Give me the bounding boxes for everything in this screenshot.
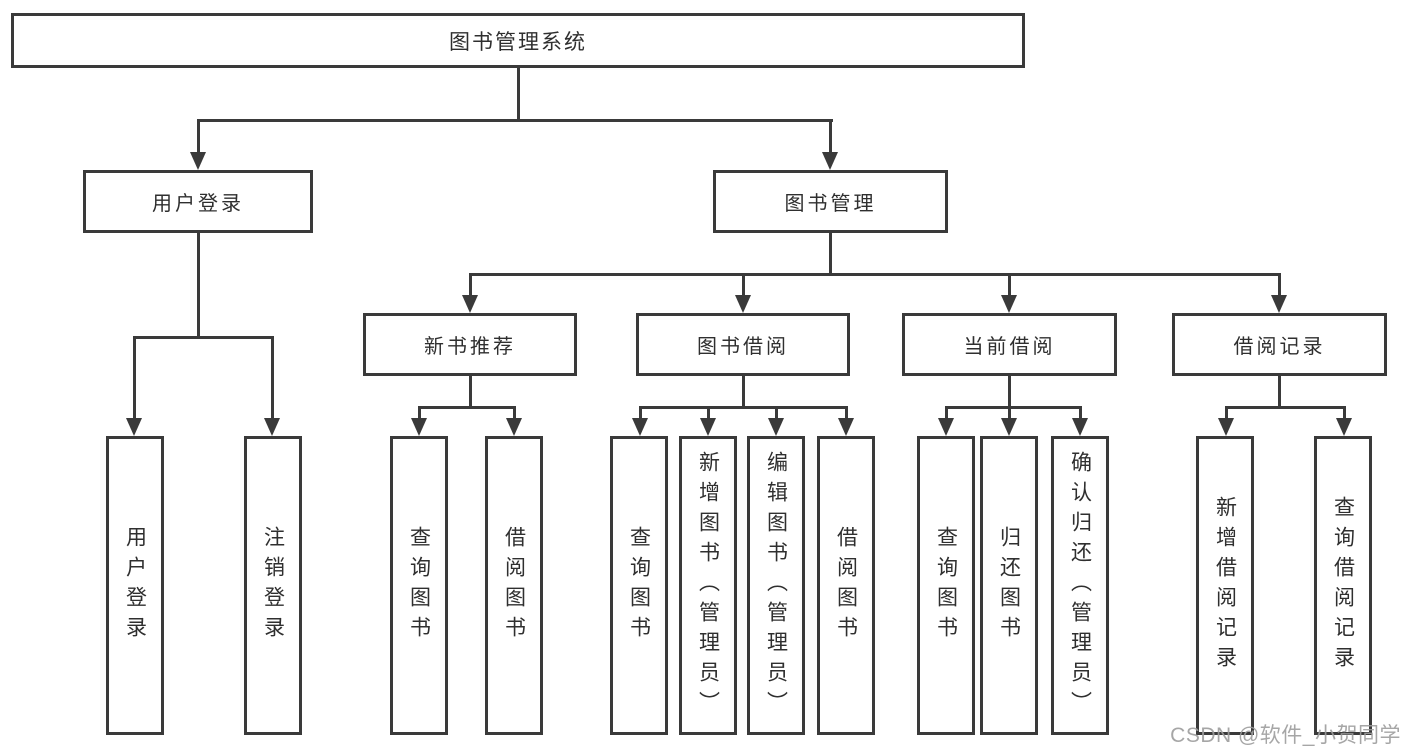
arrowhead-down xyxy=(938,418,954,436)
node-label: 查询借阅记录 xyxy=(1331,495,1355,676)
arrowhead-down xyxy=(462,295,478,313)
arrowhead-down xyxy=(1072,418,1088,436)
arrowhead-down xyxy=(768,418,784,436)
connector-line xyxy=(1225,406,1346,409)
connector-line xyxy=(1079,406,1082,420)
connector-line xyxy=(197,119,833,122)
node-book-management: 图书管理 xyxy=(713,170,948,233)
arrowhead-down xyxy=(190,152,206,170)
connector-line xyxy=(271,336,274,420)
arrowhead-down xyxy=(411,418,427,436)
connector-line xyxy=(707,406,710,420)
arrowhead-down xyxy=(1336,418,1352,436)
arrowhead-down xyxy=(700,418,716,436)
connector-line xyxy=(945,406,1082,409)
connector-line xyxy=(469,273,1281,276)
connector-line xyxy=(418,406,516,409)
connector-line xyxy=(639,406,848,409)
leaf-newbook-borrow-books: 借阅图书 xyxy=(485,436,543,735)
node-label: 借阅图书 xyxy=(502,525,526,646)
connector-line xyxy=(197,119,200,155)
connector-line xyxy=(1008,406,1011,420)
connector-line xyxy=(1008,273,1011,297)
arrowhead-down xyxy=(1001,295,1017,313)
connector-line xyxy=(133,336,136,420)
connector-line xyxy=(945,406,948,420)
node-label: 图书借阅 xyxy=(697,336,789,358)
connector-line xyxy=(845,406,848,420)
arrowhead-down xyxy=(838,418,854,436)
node-current-borrowing: 当前借阅 xyxy=(902,313,1117,376)
arrowhead-down xyxy=(735,295,751,313)
arrowhead-down xyxy=(1218,418,1234,436)
node-label: 确认归还（管理员） xyxy=(1068,450,1092,721)
connector-line xyxy=(1343,406,1346,420)
leaf-newbook-query-books: 查询图书 xyxy=(390,436,448,735)
connector-line xyxy=(1278,273,1281,297)
arrowhead-down xyxy=(822,152,838,170)
leaf-borrow-query-books: 查询图书 xyxy=(610,436,668,735)
node-label: 当前借阅 xyxy=(963,336,1056,358)
connector-line xyxy=(517,66,520,121)
node-label: 查询图书 xyxy=(627,525,651,646)
arrowhead-down xyxy=(126,418,142,436)
leaf-current-query-books: 查询图书 xyxy=(917,436,975,735)
node-label: 新增图书（管理员） xyxy=(696,450,720,721)
connector-line xyxy=(775,406,778,420)
arrowhead-down xyxy=(632,418,648,436)
connector-line xyxy=(469,374,472,408)
leaf-current-confirm-return-admin: 确认归还（管理员） xyxy=(1051,436,1109,735)
node-label: 借阅记录 xyxy=(1233,336,1326,358)
connector-line xyxy=(197,231,200,338)
connector-line xyxy=(742,273,745,297)
node-new-book-recommendation: 新书推荐 xyxy=(363,313,577,376)
node-book-borrowing: 图书借阅 xyxy=(636,313,850,376)
arrowhead-down xyxy=(1001,418,1017,436)
connector-line xyxy=(133,336,274,339)
node-label: 新书推荐 xyxy=(424,336,516,358)
leaf-records-add-borrow-record: 新增借阅记录 xyxy=(1196,436,1254,735)
leaf-user-login: 用户登录 xyxy=(106,436,164,735)
arrowhead-down xyxy=(506,418,522,436)
node-label: 查询图书 xyxy=(407,525,431,646)
node-label: 新增借阅记录 xyxy=(1213,495,1237,676)
node-label: 注销登录 xyxy=(261,525,285,646)
connector-line xyxy=(1278,374,1281,408)
arrowhead-down xyxy=(1271,295,1287,313)
node-label: 编辑图书（管理员） xyxy=(764,450,788,721)
node-label: 用户登录 xyxy=(123,525,147,646)
node-label: 归还图书 xyxy=(997,525,1021,646)
connector-line xyxy=(513,406,516,420)
node-borrowing-records: 借阅记录 xyxy=(1172,313,1387,376)
leaf-current-return-books: 归还图书 xyxy=(980,436,1038,735)
arrowhead-down xyxy=(264,418,280,436)
leaf-records-query-borrow-record: 查询借阅记录 xyxy=(1314,436,1372,735)
node-label: 图书管理 xyxy=(784,193,877,215)
node-label: 图书管理系统 xyxy=(449,30,587,54)
leaf-borrow-add-books-admin: 新增图书（管理员） xyxy=(679,436,737,735)
connector-line xyxy=(829,119,832,155)
node-library-management-system: 图书管理系统 xyxy=(11,13,1025,68)
connector-line xyxy=(1225,406,1228,420)
connector-line xyxy=(829,231,832,275)
connector-line xyxy=(469,273,472,297)
node-label: 查询图书 xyxy=(934,525,958,646)
connector-line xyxy=(418,406,421,420)
node-label: 借阅图书 xyxy=(834,525,858,646)
node-label: 用户登录 xyxy=(152,193,244,215)
connector-line xyxy=(639,406,642,420)
leaf-borrow-borrow-books: 借阅图书 xyxy=(817,436,875,735)
csdn-watermark: CSDN @软件_小贺同学 xyxy=(1170,724,1401,747)
node-user-login: 用户登录 xyxy=(83,170,313,233)
leaf-borrow-edit-books-admin: 编辑图书（管理员） xyxy=(747,436,805,735)
connector-line xyxy=(742,374,745,408)
leaf-logout-login: 注销登录 xyxy=(244,436,302,735)
connector-line xyxy=(1008,374,1011,408)
